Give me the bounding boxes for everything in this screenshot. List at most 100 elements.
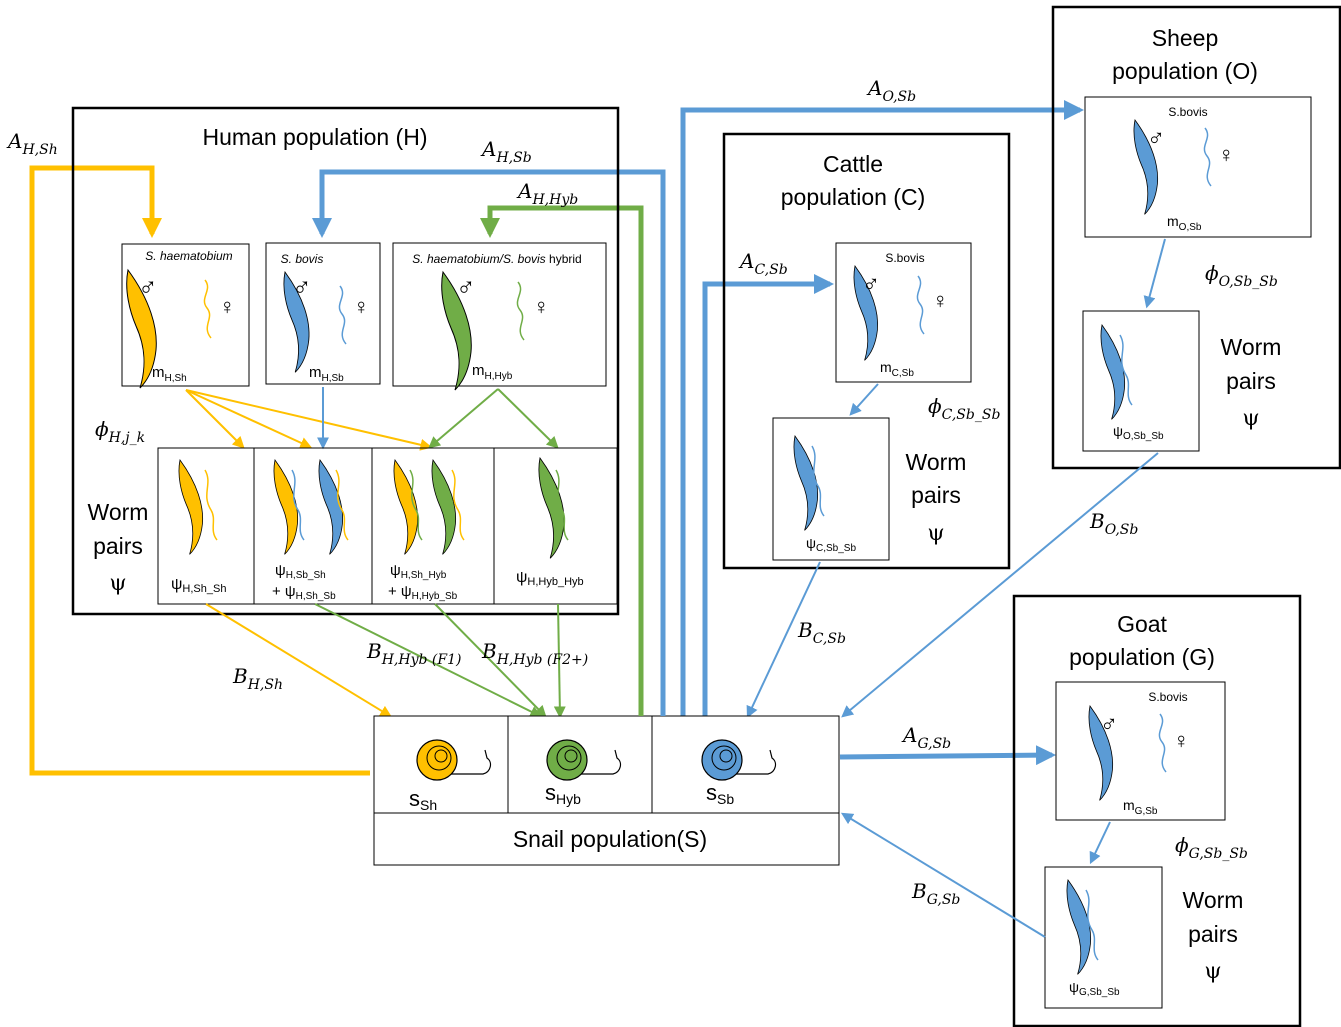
svg-text:Worm: Worm bbox=[906, 449, 967, 475]
arrow-a-h-sb bbox=[312, 169, 666, 716]
female-symbol-hyb: ♀ bbox=[533, 294, 550, 319]
female-symbol-sh: ♀ bbox=[219, 294, 236, 319]
arrow-a-h-hyb bbox=[480, 205, 644, 716]
worm-female-sh bbox=[203, 279, 212, 339]
m-o-sb: mO,Sb bbox=[1167, 213, 1202, 233]
worm-female-hyb bbox=[516, 281, 525, 341]
snail-s-sb: sSb bbox=[706, 780, 734, 807]
label-a-g-sb: AG,Sb bbox=[901, 723, 951, 752]
snail-sh-icon bbox=[416, 739, 492, 781]
snail-title: Snail population(S) bbox=[513, 826, 707, 852]
sheep-pair-box bbox=[1082, 310, 1200, 452]
cattle-title-1: Cattle bbox=[823, 151, 883, 177]
human-pairs-row bbox=[157, 447, 618, 605]
phi-o: ϕO,Sb_Sb bbox=[1205, 261, 1278, 290]
svg-text:population (G): population (G) bbox=[1069, 644, 1215, 670]
svg-text:Sheep: Sheep bbox=[1152, 25, 1219, 51]
human-pairs-label-1: Worm bbox=[88, 499, 149, 525]
pair-worm-hyb-sb bbox=[431, 459, 457, 555]
label-a-h-sb: AH,Sb bbox=[480, 137, 532, 166]
label-a-h-sh: AH,Sh bbox=[6, 129, 58, 158]
m-g-sb: mG,Sb bbox=[1123, 797, 1158, 817]
pair-worm-sh-sh bbox=[178, 459, 204, 555]
m-h-sb: mH,Sb bbox=[309, 364, 344, 384]
label-b-o-sb: BO,Sb bbox=[1089, 509, 1138, 538]
svg-text:pairs: pairs bbox=[1188, 921, 1238, 947]
arrow-a-c-sb bbox=[702, 274, 834, 716]
label-a-c-sb: AC,Sb bbox=[738, 249, 788, 278]
arrow-a-h-sh bbox=[29, 165, 370, 776]
svg-text:pairs: pairs bbox=[911, 482, 961, 508]
label-a-o-sb: AO,Sb bbox=[866, 76, 916, 105]
species-label-sb: S. bovis bbox=[281, 252, 324, 266]
worm-female-sb bbox=[338, 285, 347, 345]
phi-c: ϕC,Sb_Sb bbox=[928, 394, 1000, 423]
svg-text:Worm: Worm bbox=[1221, 334, 1282, 360]
goat-population-box bbox=[1012, 594, 1302, 1027]
cattle-pair-box bbox=[772, 417, 890, 561]
svg-text:Goat: Goat bbox=[1117, 611, 1167, 637]
m-c-sb: mC,Sb bbox=[880, 359, 914, 379]
male-symbol-sb: ♂ bbox=[292, 272, 312, 302]
sheep-population-box bbox=[1051, 5, 1341, 470]
human-pairs-label-psi: ψ bbox=[109, 571, 126, 596]
cattle-species-box bbox=[835, 242, 972, 383]
psi-c: ψC,Sb_Sb bbox=[806, 535, 856, 554]
snail-s-sh: sSh bbox=[409, 786, 437, 813]
arrow-a-g-sb bbox=[839, 745, 1056, 766]
label-b-h-hyb-f2: BH,Hyb (F2+) bbox=[481, 639, 588, 668]
svg-text:♂: ♂ bbox=[1147, 125, 1165, 152]
snail-s-hyb: sHyb bbox=[545, 780, 581, 807]
label-a-h-hyb: AH,Hyb bbox=[516, 179, 578, 208]
svg-text:ψ: ψ bbox=[1204, 959, 1221, 984]
human-title: Human population (H) bbox=[202, 124, 427, 150]
phi-h-label: ϕH,j_k bbox=[95, 417, 145, 446]
psi-h-sh-sh: ψH,Sh_Sh bbox=[171, 576, 226, 595]
psi-o: ψO,Sb_Sb bbox=[1113, 423, 1164, 442]
species-label-sh: S. haematobium bbox=[145, 249, 232, 263]
male-symbol-hyb: ♂ bbox=[456, 272, 476, 302]
label-b-c-sb: BC,Sb bbox=[797, 618, 846, 647]
human-pairs-label-2: pairs bbox=[93, 533, 143, 559]
svg-text:♂: ♂ bbox=[862, 271, 880, 298]
svg-text:♀: ♀ bbox=[1218, 142, 1235, 167]
svg-text:♂: ♂ bbox=[1100, 711, 1118, 738]
goat-species-box bbox=[1055, 681, 1226, 821]
m-h-hyb: mH,Hyb bbox=[472, 362, 513, 382]
pair-worm-sh-sb bbox=[318, 459, 344, 555]
svg-text:S.bovis: S.bovis bbox=[1168, 105, 1207, 119]
svg-text:population (O): population (O) bbox=[1112, 58, 1258, 84]
svg-text:ψ: ψ bbox=[927, 521, 944, 546]
svg-text:♀: ♀ bbox=[1173, 728, 1190, 753]
svg-text:ψ: ψ bbox=[1242, 406, 1259, 431]
cattle-title-2: population (C) bbox=[781, 184, 925, 210]
svg-text:♀: ♀ bbox=[932, 288, 949, 313]
female-symbol-sb: ♀ bbox=[353, 294, 370, 319]
svg-text:Worm: Worm bbox=[1183, 887, 1244, 913]
sheep-species-box bbox=[1084, 96, 1312, 238]
species-label-hyb: S. haematobium/S. bovis hybrid bbox=[412, 252, 581, 266]
psi-h-hyb-sb: + ψH,Hyb_Sb bbox=[388, 583, 458, 602]
psi-h-sb-sh: ψH,Sb_Sh bbox=[275, 562, 326, 581]
species-box-sh bbox=[121, 243, 250, 387]
svg-text:pairs: pairs bbox=[1226, 368, 1276, 394]
psi-h-sh-hyb: ψH,Sh_Hyb bbox=[390, 562, 447, 581]
male-symbol-sh: ♂ bbox=[138, 272, 158, 302]
goat-pair-box bbox=[1044, 866, 1163, 1009]
psi-h-sh-sb: + ψH,Sh_Sb bbox=[272, 583, 336, 602]
label-b-h-sh: BH,Sh bbox=[232, 664, 283, 693]
svg-text:S.bovis: S.bovis bbox=[1148, 690, 1187, 704]
cattle-population-box bbox=[722, 132, 1011, 570]
species-box-sb bbox=[265, 242, 381, 385]
human-population-box bbox=[71, 106, 620, 616]
psi-h-hyb-hyb: ψH,Hyb_Hyb bbox=[516, 569, 584, 588]
snail-sb-icon bbox=[701, 739, 777, 781]
psi-g: ψG,Sb_Sb bbox=[1069, 979, 1120, 998]
arrow-a-o-sb bbox=[680, 100, 1084, 716]
label-b-h-hyb-f1: BH,Hyb (F1) bbox=[366, 639, 461, 668]
cattle-species-label: S.bovis bbox=[885, 251, 924, 265]
snail-hyb-icon bbox=[546, 739, 622, 781]
m-h-sh: mH,Sh bbox=[152, 364, 187, 384]
phi-g: ϕG,Sb_Sb bbox=[1175, 833, 1248, 862]
